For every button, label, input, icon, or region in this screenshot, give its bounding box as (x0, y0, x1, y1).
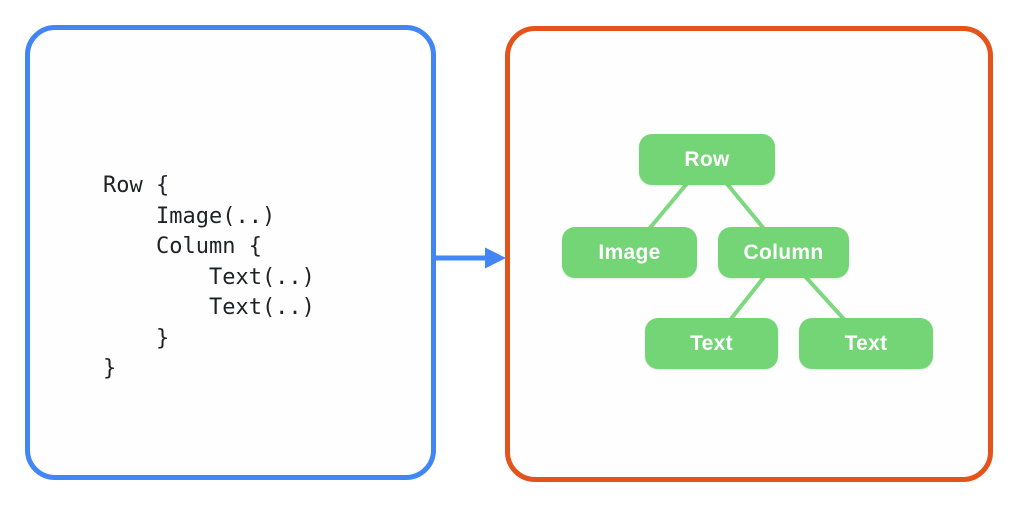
code-line: Column { (103, 234, 262, 259)
code-line: Text(..) (103, 264, 315, 290)
tree-node-text-1: Text (645, 318, 778, 369)
arrow-right-icon (436, 247, 506, 269)
tree-node-label: Column (743, 240, 824, 264)
code-panel (25, 25, 436, 480)
tree-node-label: Text (844, 331, 888, 355)
tree-node-label: Text (690, 331, 733, 355)
tree-node-image: Image (562, 227, 697, 278)
code-line: Image(..) (103, 203, 276, 229)
code-line: } (103, 356, 117, 381)
code-line: Row { (103, 173, 170, 198)
code-block: Row { Image(..) Column { Text(..) Text(.… (103, 171, 315, 385)
tree-node-label: Image (598, 240, 661, 264)
code-line: } (103, 325, 170, 351)
tree-node-text-2: Text (799, 318, 933, 369)
tree-node-row: Row (639, 134, 775, 185)
code-line: Text(..) (103, 295, 315, 320)
tree-node-label: Row (684, 147, 730, 171)
tree-node-column: Column (718, 227, 849, 278)
